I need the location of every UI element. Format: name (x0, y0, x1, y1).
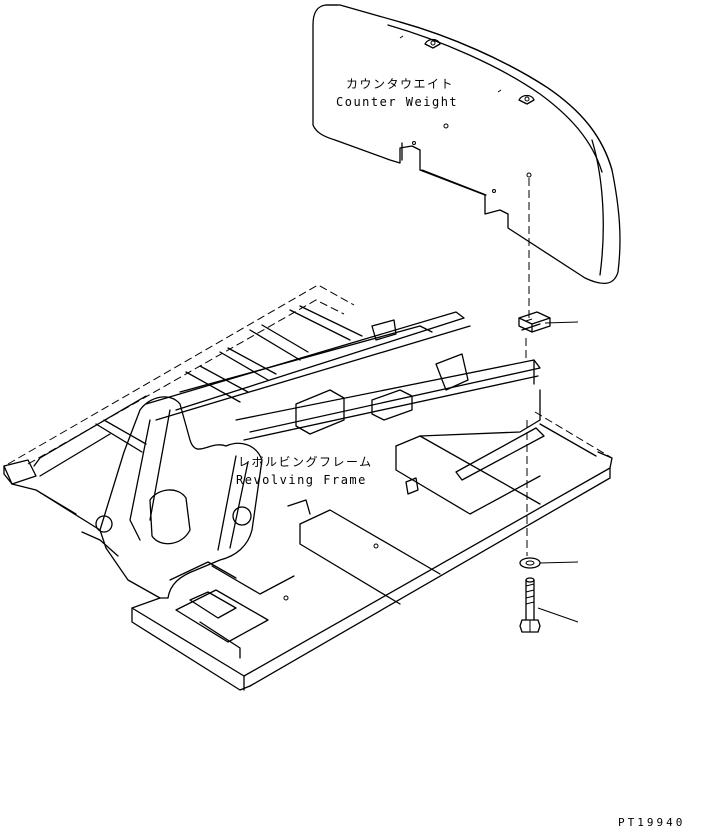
washer-part (519, 557, 579, 569)
mounting-center-line (525, 178, 530, 556)
frame-label-jp: レボルビングフレーム (238, 455, 373, 469)
bolt-part (519, 577, 579, 633)
counterweight-label-jp: カウンタウエイト (346, 77, 454, 91)
counterweight-part: カウンタウエイト Counter Weight (312, 4, 621, 284)
counterweight-label-en: Counter Weight (336, 95, 458, 109)
shim-part (518, 311, 579, 333)
drawing-code: PT19940 (618, 816, 685, 829)
frame-label-en: Revolving Frame (236, 473, 367, 487)
revolving-frame-part: レボルビングフレーム Revolving Frame (3, 284, 613, 691)
